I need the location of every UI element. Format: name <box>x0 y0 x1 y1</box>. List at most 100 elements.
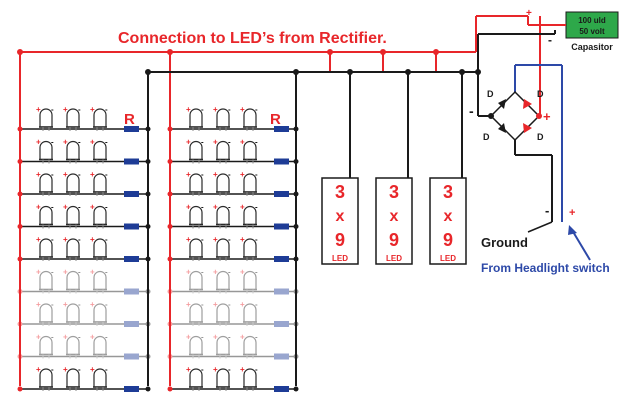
led: +- <box>63 203 81 229</box>
led-plus: + <box>90 268 95 277</box>
led-plus: + <box>36 235 41 244</box>
led-plus: + <box>213 365 218 374</box>
led: +- <box>90 365 108 391</box>
svg-text:LED: LED <box>332 254 348 263</box>
led-minus: - <box>105 300 108 309</box>
svg-text:LED: LED <box>386 254 402 263</box>
led-minus: - <box>105 105 108 114</box>
led-minus: - <box>228 170 231 179</box>
led-minus: - <box>51 138 54 147</box>
svg-text:3: 3 <box>389 182 399 202</box>
led-minus: - <box>255 268 258 277</box>
resistor <box>274 223 289 230</box>
led-row: +-+-+- <box>167 333 299 360</box>
led-minus: - <box>228 138 231 147</box>
led: +- <box>186 203 204 229</box>
led-plus: + <box>240 365 245 374</box>
led: +- <box>63 105 81 131</box>
led-plus: + <box>240 333 245 342</box>
led-row: +-+-+- <box>167 170 299 197</box>
led-minus: - <box>78 105 81 114</box>
led-row: +-+-+- <box>17 300 151 327</box>
led-plus: + <box>63 235 68 244</box>
led: +- <box>36 138 54 164</box>
led-minus: - <box>105 268 108 277</box>
led-module-1: 3 x 9 LED <box>321 177 359 265</box>
led-plus: + <box>90 365 95 374</box>
led-plus: + <box>186 333 191 342</box>
led-plus: + <box>90 170 95 179</box>
led-minus: - <box>201 105 204 114</box>
led: +- <box>63 300 81 326</box>
capacitor: 100 uld 50 volt Capasitor + - <box>526 8 619 52</box>
led-minus: - <box>228 300 231 309</box>
diagram-title: Connection to LED’s from Rectifier. <box>118 30 387 47</box>
capacitor-caption: Capasitor <box>571 42 613 52</box>
led-row: +-+-+- <box>17 105 151 132</box>
resistor <box>124 256 139 262</box>
led-plus: + <box>90 138 95 147</box>
led: +- <box>213 268 231 294</box>
led-plus: + <box>186 235 191 244</box>
led-minus: - <box>51 170 54 179</box>
led-plus: + <box>63 365 68 374</box>
led-minus: - <box>228 333 231 342</box>
led-plus: + <box>63 138 68 147</box>
led-minus: - <box>51 235 54 244</box>
resistor <box>274 288 289 295</box>
led-minus: - <box>78 235 81 244</box>
led-module-2: 3 x 9 LED <box>375 177 413 265</box>
resistor <box>274 191 289 197</box>
svg-text:-: - <box>469 103 474 119</box>
led-minus: - <box>51 203 54 212</box>
led-plus: + <box>186 365 191 374</box>
led-plus: + <box>240 235 245 244</box>
led-plus: + <box>63 170 68 179</box>
led: +- <box>186 105 204 131</box>
led-plus: + <box>63 203 68 212</box>
bridge-rectifier: D D D D + - <box>469 64 563 222</box>
led: +- <box>186 365 204 391</box>
led-minus: - <box>201 138 204 147</box>
led-minus: - <box>78 138 81 147</box>
led-minus: - <box>105 138 108 147</box>
led-plus: + <box>36 203 41 212</box>
resistor <box>274 256 289 262</box>
resistor <box>124 158 139 165</box>
led: +- <box>240 235 258 261</box>
led-bank-right: +-+-+-+-+-+-+-+-+-+-+-+-+-+-+-+-+-+-+-+-… <box>167 105 299 392</box>
led-minus: - <box>51 365 54 374</box>
led: +- <box>186 138 204 164</box>
svg-text:D: D <box>483 132 490 142</box>
led-plus: + <box>90 333 95 342</box>
led-minus: - <box>51 268 54 277</box>
svg-text:50 volt: 50 volt <box>579 27 605 36</box>
led: +- <box>63 365 81 391</box>
led-minus: - <box>228 365 231 374</box>
led: +- <box>63 333 81 359</box>
resistor <box>274 353 289 360</box>
resistor <box>124 126 139 132</box>
led-minus: - <box>228 235 231 244</box>
led: +- <box>240 300 258 326</box>
led-minus: - <box>51 300 54 309</box>
led: +- <box>36 235 54 261</box>
led-plus: + <box>240 300 245 309</box>
resistor <box>124 353 139 360</box>
led: +- <box>213 170 231 196</box>
led-plus: + <box>186 138 191 147</box>
svg-text:9: 9 <box>389 230 399 250</box>
led-plus: + <box>186 268 191 277</box>
svg-text:9: 9 <box>443 230 453 250</box>
led: +- <box>36 105 54 131</box>
led-row: +-+-+- <box>167 235 299 262</box>
led-plus: + <box>90 235 95 244</box>
led-plus: + <box>36 300 41 309</box>
led-minus: - <box>255 138 258 147</box>
led-plus: + <box>240 138 245 147</box>
ground-minus: - <box>545 203 549 218</box>
led-minus: - <box>255 300 258 309</box>
svg-text:+: + <box>543 109 551 124</box>
led: +- <box>213 203 231 229</box>
led: +- <box>186 268 204 294</box>
